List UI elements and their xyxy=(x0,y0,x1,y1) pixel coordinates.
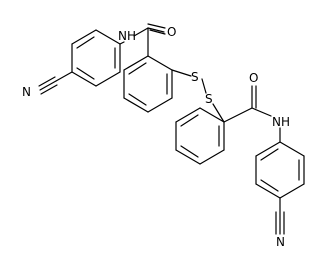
carbonyl-o-top-label: O xyxy=(167,25,176,39)
sulfur-1-label: S xyxy=(191,70,199,84)
sulfur-2-label: S xyxy=(205,92,213,106)
nitrile-top xyxy=(38,71,73,95)
nitrile-bottom xyxy=(275,197,285,235)
carbonyl-o-bottom-label: O xyxy=(249,71,258,85)
amide-top xyxy=(119,23,166,57)
amide-nh-bottom-label: NH xyxy=(272,115,290,129)
nitrile-n-bottom-label: N xyxy=(276,235,285,249)
amide-nh-top-label: NH xyxy=(118,29,136,43)
ring-bottom-cyanophenyl xyxy=(255,127,305,199)
amide-bottom xyxy=(223,85,272,123)
nitrile-n-left-label: N xyxy=(22,85,31,99)
ring-top-cyanophenyl xyxy=(71,29,121,87)
ring-bottom-benzoyl xyxy=(175,107,225,165)
disulfide-bridge xyxy=(171,69,225,123)
ring-top-benzoyl xyxy=(123,55,173,113)
